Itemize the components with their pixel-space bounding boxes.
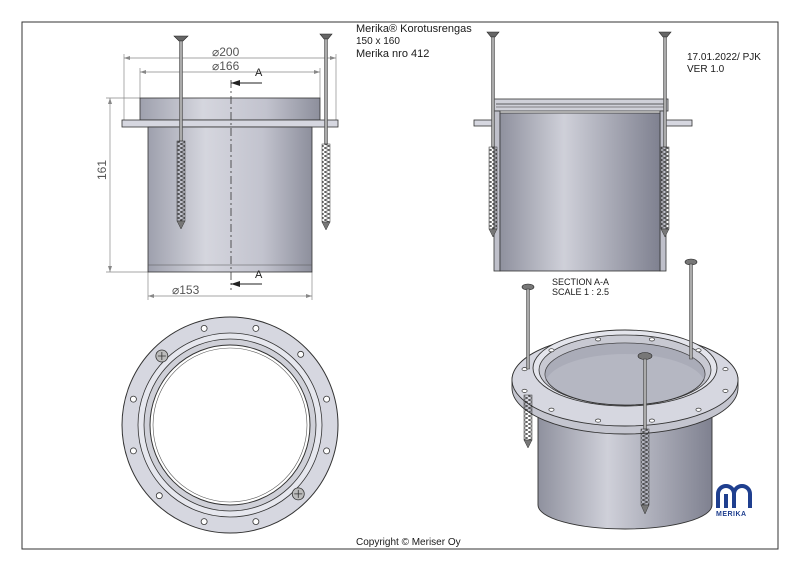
screw-head [155,349,169,363]
screw-right [319,33,333,231]
bolt-hole [252,518,260,525]
bolt-hole [297,350,305,358]
copyright: Copyright © Meriser Oy [356,537,461,548]
section-scale: SCALE 1 : 2.5 [552,287,610,297]
dimension-bottom: ⌀153 [172,283,200,297]
product-size: 150 x 160 [356,36,400,47]
iso-bolt-hole [648,337,655,342]
isometric-view [511,258,739,530]
front-view [106,33,339,300]
section-view-a-a [473,31,693,272]
bolt-hole [200,518,208,525]
dimension-height: 161 [95,159,109,180]
product-name: Merika® Korotusrengas [356,23,472,35]
iso-bolt-hole [595,418,602,423]
bolt-hole [130,395,137,403]
iso-bolt-hole [548,348,555,353]
iso-bolt-hole [695,348,702,353]
screw-left [173,35,189,230]
logo-text: MERIKA [716,511,747,518]
dimension-outer-flange: ⌀200 [212,45,240,59]
bolt-hole [323,447,330,455]
sheet-border [21,21,779,550]
revision-date: 17.01.2022/ PJK [687,52,761,63]
iso-bolt-hole [521,388,528,393]
bolt-hole [200,325,208,332]
section-marker-top: A [255,67,263,79]
section-label: SECTION A-A [552,277,610,287]
bolt-hole [252,325,260,332]
top-view [121,316,339,534]
dimension-inner: ⌀166 [212,59,240,73]
iso-bolt-hole [595,337,602,342]
product-number: Merika nro 412 [356,48,430,60]
bolt-hole [130,447,137,455]
section-marker-bottom: A [255,269,263,281]
bolt-hole [155,492,163,500]
revision-version: VER 1.0 [687,64,725,75]
iso-bolt-hole [548,407,555,412]
merika-logo [716,484,752,508]
screw-head [291,487,305,501]
iso-bolt-hole [722,367,729,372]
iso-bolt-hole [648,418,655,423]
bolt-hole [323,395,330,403]
iso-bolt-hole [695,407,702,412]
iso-bolt-hole [722,388,729,393]
